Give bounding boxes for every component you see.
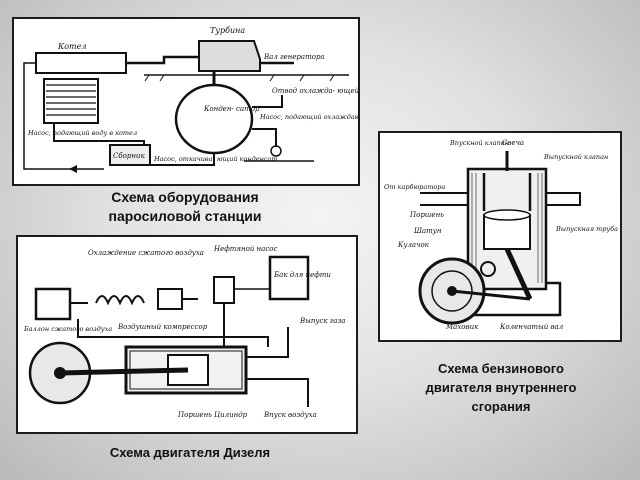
steam-plant-diagram: Котел Турбина Вал генератора Отвод охлаж… (12, 17, 360, 186)
label-oil-tank: Бак для нефти (273, 271, 331, 279)
petrol-engine-drawing: Впускной клапан Свеча Выпускной клапан О… (384, 139, 618, 331)
label-piston: Поршень (177, 411, 212, 419)
label-crankshaft: Коленчатый вал (499, 323, 563, 331)
exhaust-pipe (545, 192, 581, 206)
caption-petrol-line-1: Схема бензинового (438, 361, 564, 376)
diesel-engine-diagram: Охлаждение сжатого воздуха Нефтяной насо… (16, 235, 358, 434)
connecting-rod (504, 247, 533, 301)
boiler-tubes (43, 78, 99, 124)
cam (480, 261, 496, 277)
label-intake-valve: Впускной клапан (449, 139, 509, 147)
label-to-generator: Вал генератора (263, 53, 325, 61)
cooling-coil (95, 295, 145, 306)
label-cam: Кулачок (397, 241, 430, 249)
air-line (77, 319, 269, 347)
condenser-body (174, 83, 254, 155)
turbine-casing (198, 40, 261, 72)
steam-plant-drawing: Котел Турбина Вал генератора Отвод охлаж… (23, 26, 358, 173)
petrol-engine-diagram: Впускной клапан Свеча Выпускной клапан О… (378, 131, 622, 342)
label-condensate-pump: Насос, откачива- ющий конденсат (153, 155, 278, 163)
label-exhaust-pipe: Выпускная труба (555, 225, 618, 233)
compressor (157, 288, 183, 310)
air-tank (34, 287, 72, 321)
boiler-drum (35, 52, 127, 74)
crankshaft (451, 289, 531, 301)
label-cylinder: Цилиндр (214, 411, 248, 419)
label-air-cooling: Охлаждение сжатого воздуха (88, 249, 204, 257)
label-flywheel: Маховик (445, 323, 479, 331)
label-boiler: Котел (57, 42, 86, 51)
label-air-compressor: Воздушный компрессор (117, 323, 208, 331)
label-exhaust: Выпуск газа (299, 317, 345, 325)
intake-pipe (420, 192, 469, 206)
caption-diesel-engine: Схема двигателя Дизеля (109, 445, 271, 460)
label-feed-pump: Насос, подающий воду в котел (27, 129, 137, 137)
caption-steam-plant: Схема оборудования паросиловой станции (40, 188, 330, 226)
oil-tank (268, 255, 310, 301)
label-storage: Сборник (113, 152, 145, 160)
label-air-tank: Баллон сжатого воздуха (23, 325, 112, 333)
caption-petrol-line-3: сгорания (471, 399, 531, 414)
label-conrod: Шатун (413, 227, 442, 235)
label-cooling-water-out: Отвод охлажда- ющей воды (272, 87, 358, 95)
oil-pump (213, 276, 235, 304)
label-turbine: Турбина (210, 26, 245, 35)
label-condenser: Конден- сатор (203, 105, 260, 113)
caption-petrol-line-2: двигателя внутреннего (425, 380, 577, 395)
label-pump: Насос, подающий охлаждающую воду (259, 113, 358, 121)
storage-tank (109, 144, 151, 166)
cooling-out-pipe (252, 95, 283, 108)
diesel-engine-drawing: Охлаждение сжатого воздуха Нефтяной насо… (23, 245, 345, 419)
label-exhaust-valve: Выпускной клапан (543, 153, 608, 161)
connecting-rod (59, 367, 189, 376)
label-air-intake: Впуск воздуха (263, 411, 317, 419)
steam-pipe (126, 55, 199, 65)
caption-steam-line-1: Схема оборудования (111, 189, 259, 205)
label-spark-plug: Свеча (502, 139, 524, 147)
label-oil-pump: Нефтяной насос (213, 245, 277, 253)
label-piston: Поршень (409, 211, 444, 219)
label-from-carburetor: От карбюратора (384, 183, 445, 191)
cooling-in-pipe (252, 128, 277, 147)
caption-steam-line-2: паросиловой станции (108, 208, 262, 224)
caption-petrol-engine: Схема бензинового двигателя внутреннего … (386, 359, 616, 416)
